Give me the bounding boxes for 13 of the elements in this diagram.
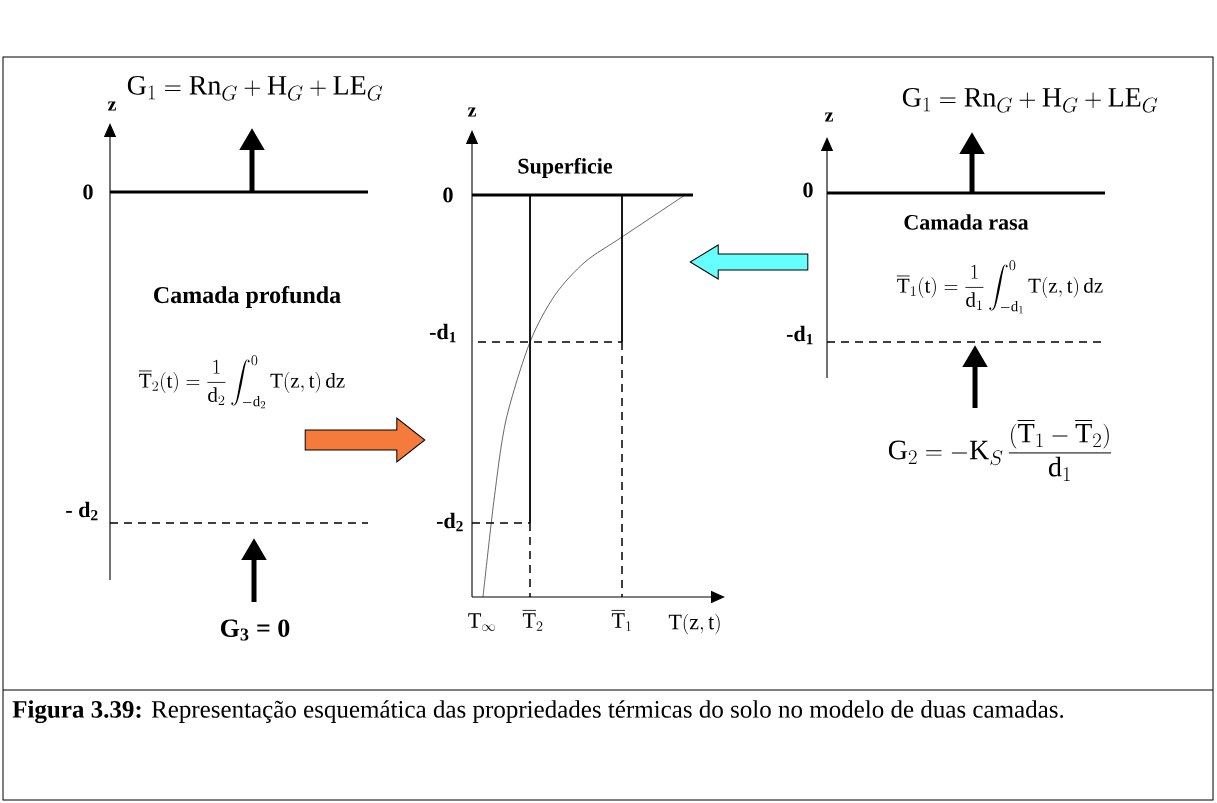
formula: $\overline{\mathrm{T}}_1(\mathrm{t}) = \frac{1}{\mathrm{d}_1}\int_{-\mathrm{d}_1}^{0}\mathrm{T}(\mathrm{z},\mathrm{t})\,\mathrm{dz}$ — [896, 260, 1103, 314]
block-arrow — [689, 244, 809, 280]
layer-title: Superficie — [518, 157, 613, 179]
tick-label: $\mathrm{T}_\infty$ — [468, 613, 495, 631]
axis-label: $\mathrm{T}(\mathrm{z},\mathrm{t})$ — [668, 613, 720, 635]
layer-title: Camada profunda — [154, 286, 341, 308]
formula: $\overline{\mathrm{T}}_2(\mathrm{t}) = \frac{1}{\mathrm{d}_2}\int_{-\mathrm{d}_2}^{0}\mathrm{T}(\mathrm{z},\mathrm{t})\,\mathrm{dz}$ — [138, 355, 345, 409]
block-arrow — [304, 417, 426, 463]
soil-layer-drawing — [103, 123, 369, 602]
caption: Figura 3.39: Representação esquemática das propriedades térmicas do solo no modelo de duas camadas. — [12, 700, 1064, 724]
layer-title: Camada rasa — [904, 214, 1029, 230]
tick-label: -d$_{1}$ — [786, 325, 813, 345]
formula: $\mathrm{G}_2 = -\mathrm{K}_S\,\frac{(\overline{\mathrm{T}}_1-\overline{\mathrm{T}}_2)}{\mathrm{d}_1}$ — [888, 420, 1112, 481]
